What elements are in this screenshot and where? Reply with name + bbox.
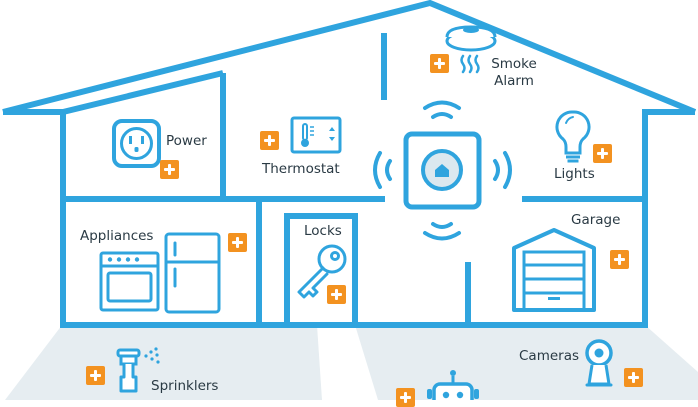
- thermostat-icon[interactable]: [290, 116, 342, 154]
- key-icon[interactable]: [297, 244, 347, 299]
- add-sprinklers-button[interactable]: [86, 366, 105, 385]
- house-outline: [2, 0, 697, 328]
- power-label: Power: [166, 133, 207, 149]
- smoke-alarm-icon[interactable]: [445, 25, 497, 74]
- ground-path-right: [355, 325, 698, 400]
- add-power-button[interactable]: [160, 160, 179, 179]
- garage-label: Garage: [571, 212, 621, 228]
- smoke-alarm-label-line2: Alarm: [494, 73, 534, 89]
- hub-icon[interactable]: [373, 100, 512, 241]
- smoke-alarm-label: Smoke Alarm: [486, 56, 542, 90]
- lights-label: Lights: [554, 166, 595, 182]
- power-outlet-icon[interactable]: [112, 119, 161, 168]
- add-smoke-alarm-button[interactable]: [430, 54, 449, 73]
- ground-path-left: [5, 325, 322, 400]
- garage-door-icon[interactable]: [512, 228, 596, 312]
- fridge-icon[interactable]: [164, 232, 221, 314]
- add-cameras-button[interactable]: [624, 368, 643, 387]
- add-appliances-button[interactable]: [228, 233, 247, 252]
- robot-icon[interactable]: [427, 370, 479, 400]
- oven-icon[interactable]: [99, 251, 160, 312]
- add-robot-button[interactable]: [396, 388, 415, 407]
- add-thermostat-button[interactable]: [260, 131, 279, 150]
- light-bulb-icon[interactable]: [555, 110, 591, 163]
- add-lights-button[interactable]: [593, 144, 612, 163]
- appliances-label: Appliances: [80, 228, 154, 244]
- security-camera-icon[interactable]: [585, 339, 613, 387]
- add-garage-button[interactable]: [610, 250, 629, 269]
- add-locks-button[interactable]: [327, 285, 346, 304]
- sprinklers-label: Sprinklers: [151, 378, 219, 394]
- smoke-alarm-label-line1: Smoke: [491, 56, 537, 72]
- thermostat-label: Thermostat: [262, 161, 340, 177]
- sprinkler-icon[interactable]: [116, 347, 160, 393]
- cameras-label: Cameras: [519, 348, 580, 364]
- locks-label: Locks: [304, 223, 342, 239]
